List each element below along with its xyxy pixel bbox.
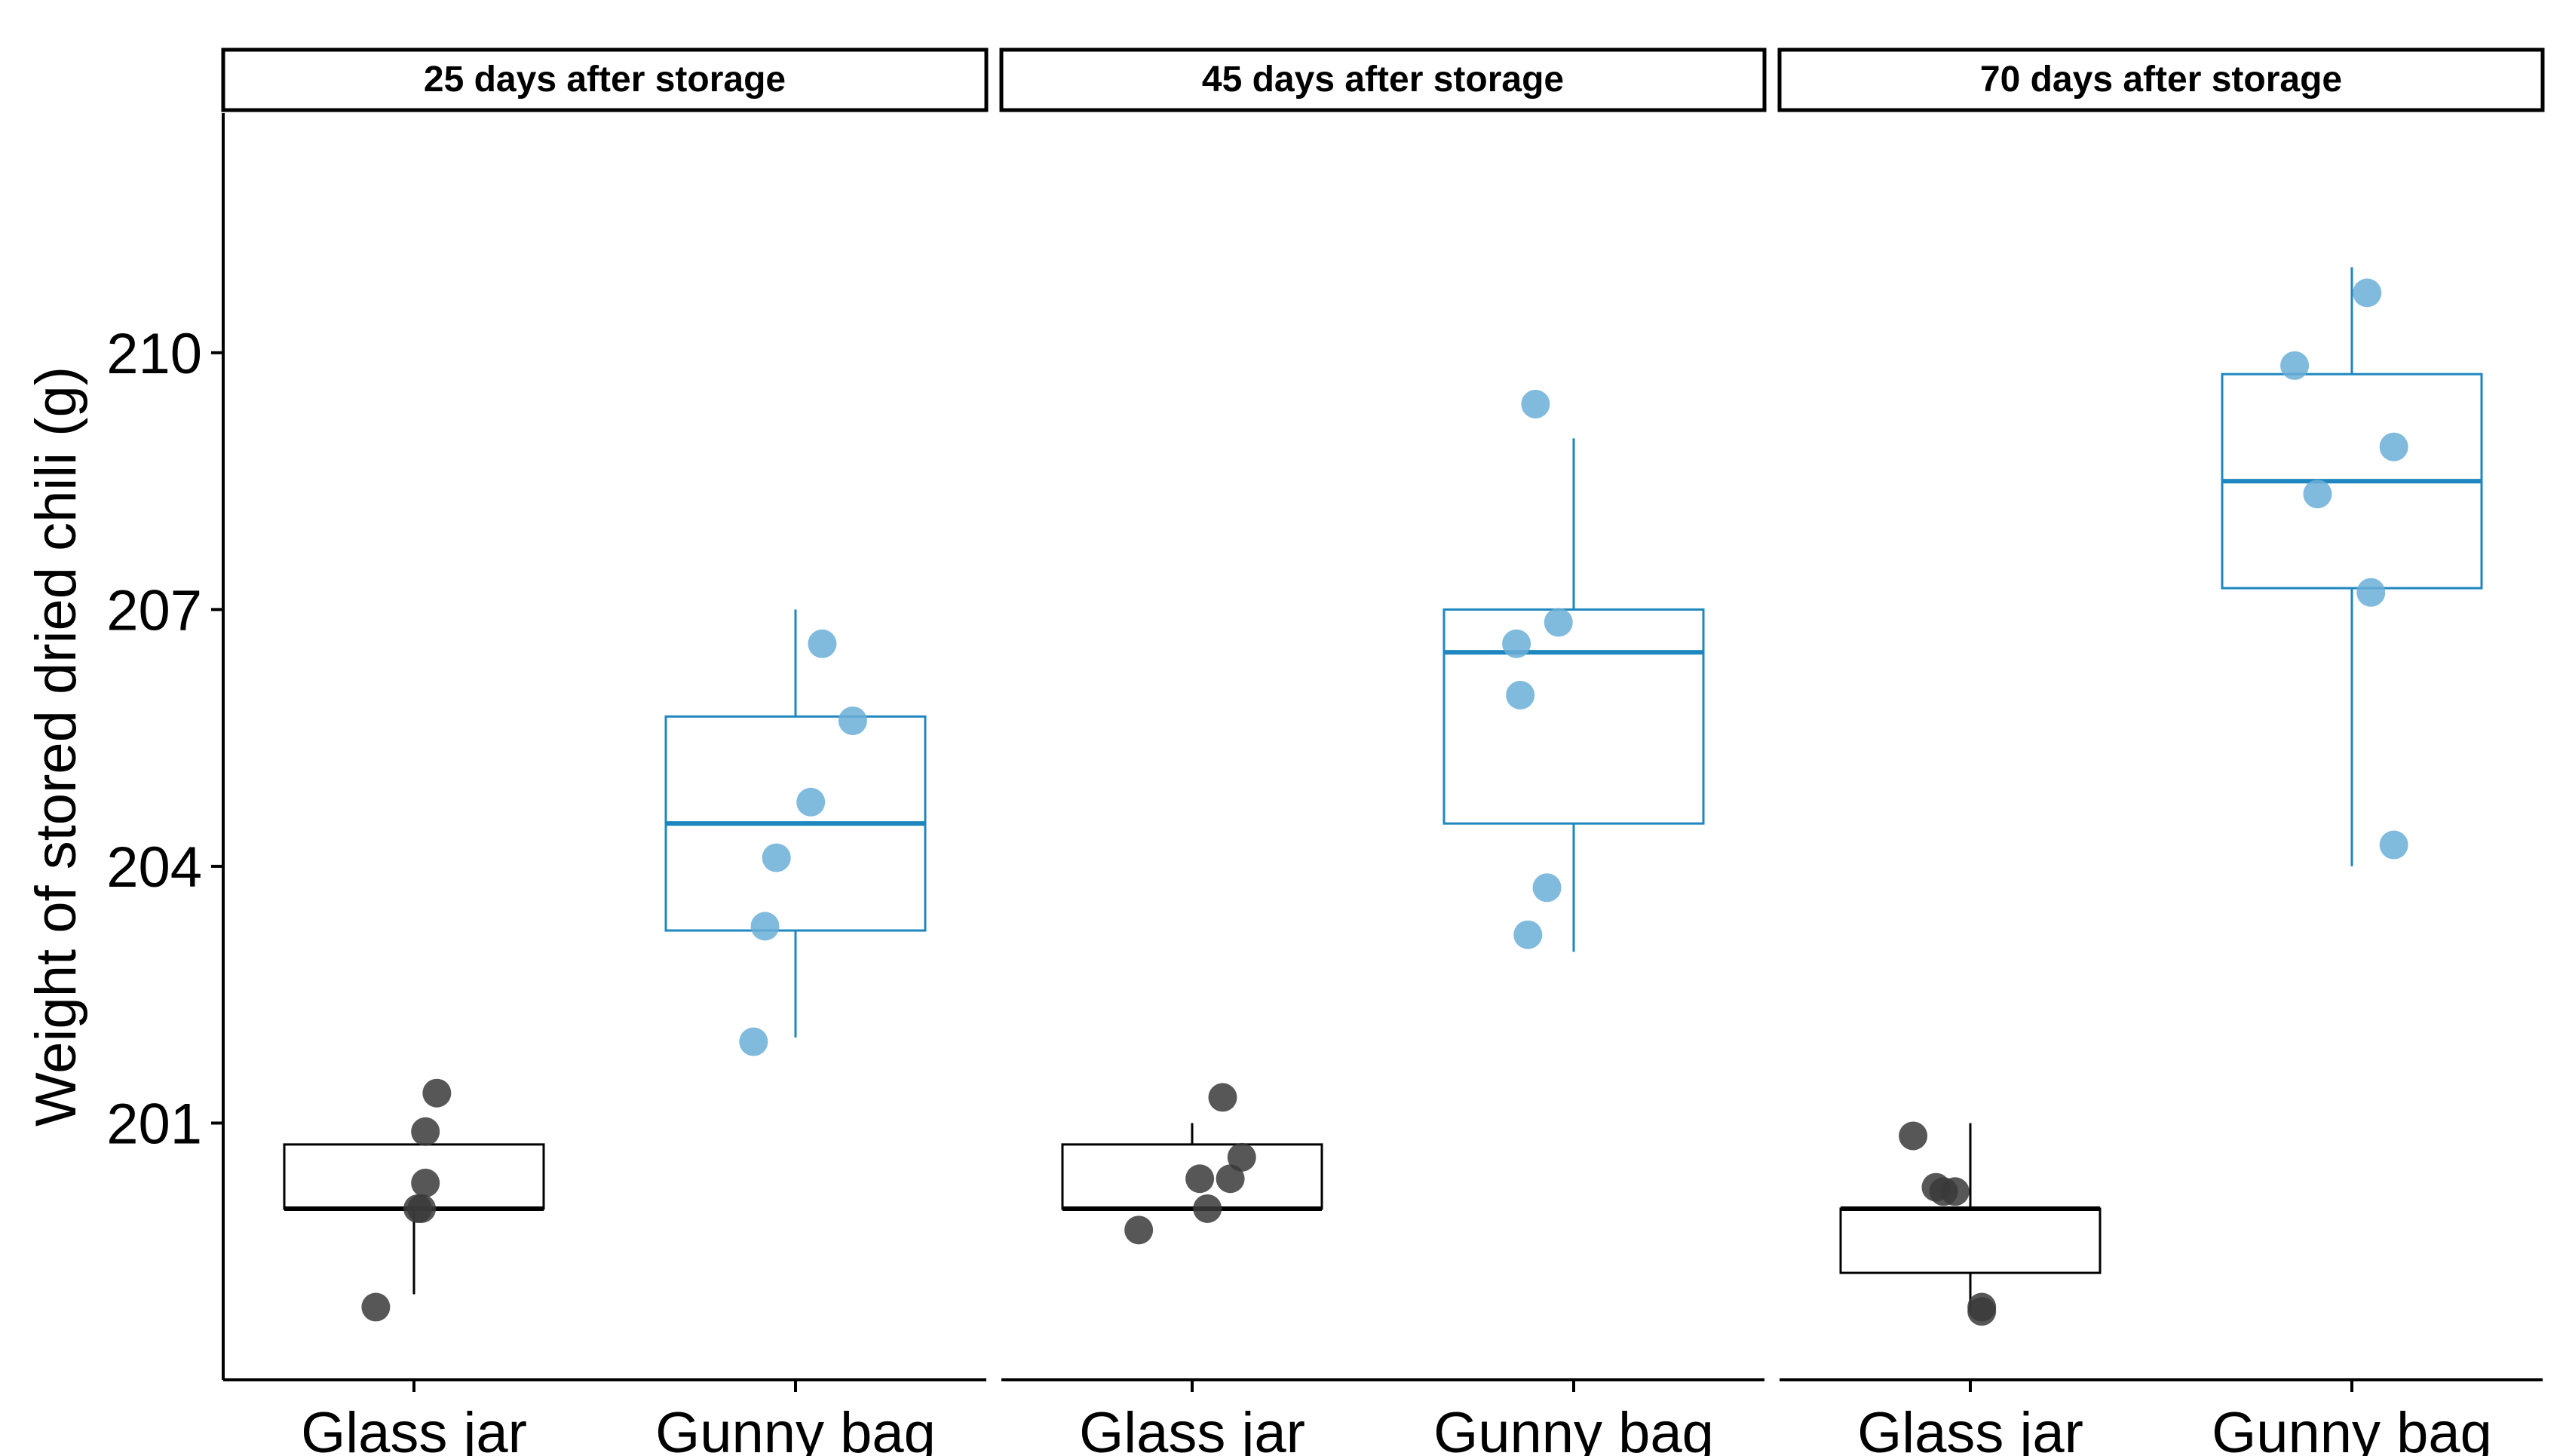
y-axis-title: Weight of stored dried chili (g): [24, 366, 88, 1126]
data-point: [1502, 629, 1531, 658]
facet-strip: [999, 48, 1767, 112]
x-tick-label: Gunny bag: [1433, 1401, 1714, 1456]
data-point: [422, 1078, 452, 1108]
data-point: [1544, 608, 1573, 637]
facet-strip-title: 25 days after storage: [424, 60, 786, 100]
data-point: [750, 912, 780, 941]
data-point: [361, 1292, 391, 1322]
data-point: [2353, 278, 2382, 308]
box-iqr: [1839, 1207, 2102, 1274]
x-tick-label: Glass jar: [1079, 1401, 1305, 1456]
data-point: [1521, 389, 1550, 418]
x-tick-label: Gunny bag: [2212, 1401, 2492, 1456]
data-point: [762, 843, 791, 872]
data-point: [411, 1168, 440, 1197]
data-point: [1193, 1194, 1222, 1223]
data-point: [1124, 1215, 1154, 1245]
data-point: [2356, 578, 2386, 607]
data-point: [2379, 830, 2408, 860]
data-point: [739, 1027, 768, 1056]
facet-strip-title: 70 days after storage: [1980, 60, 2342, 100]
data-point: [1532, 873, 1562, 903]
data-point: [407, 1194, 437, 1223]
data-point: [2379, 432, 2408, 461]
data-point: [2303, 480, 2332, 509]
data-point: [1506, 680, 1535, 710]
data-point: [2280, 351, 2310, 380]
y-tick-label: 204: [106, 835, 202, 900]
data-point: [838, 706, 867, 735]
y-tick-label: 207: [106, 578, 202, 642]
data-point: [1967, 1292, 1997, 1322]
data-point: [808, 629, 837, 658]
data-point: [1940, 1177, 1970, 1206]
facet-strip-title: 45 days after storage: [1202, 60, 1564, 100]
data-point: [1227, 1142, 1256, 1172]
y-tick-label: 210: [106, 322, 202, 386]
data-point: [796, 787, 826, 817]
box-iqr: [1442, 608, 1705, 825]
data-point: [1216, 1164, 1245, 1194]
x-tick-label: Glass jar: [1857, 1401, 2083, 1456]
facet-strip: [1777, 48, 2545, 112]
data-point: [1899, 1121, 1928, 1151]
data-point: [411, 1117, 440, 1146]
data-point: [1185, 1164, 1215, 1194]
facet-strip: [221, 48, 989, 112]
x-tick-label: Glass jar: [301, 1401, 527, 1456]
x-tick-label: Gunny bag: [655, 1401, 936, 1456]
y-tick-label: 201: [106, 1092, 202, 1156]
data-point: [1513, 920, 1543, 949]
data-point: [1208, 1083, 1237, 1112]
